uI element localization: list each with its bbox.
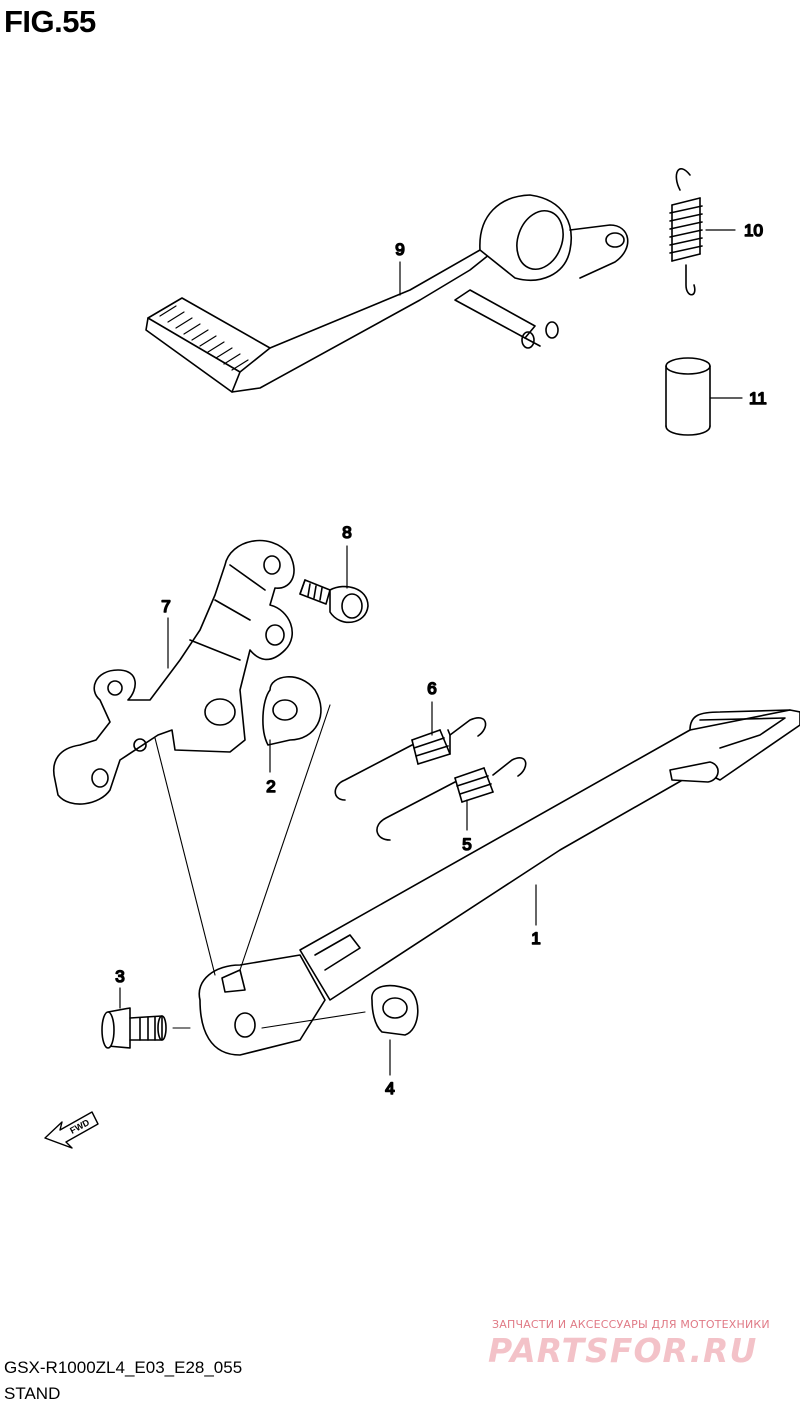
assembly-guide-lines (154, 704, 366, 1029)
bolt-part[interactable] (299, 579, 369, 624)
callout-5: 5 (462, 835, 471, 854)
callout-9: 9 (395, 240, 404, 259)
side-stand-part[interactable] (198, 709, 800, 1056)
upper-spring-part[interactable] (334, 717, 487, 801)
callout-4: 4 (385, 1079, 394, 1098)
callout-11: 11 (749, 389, 767, 408)
watermark-brand-logo: PARTSFOR.RU (488, 1331, 758, 1370)
lower-spring-part[interactable] (376, 757, 527, 841)
figure-code: GSX-R1000ZL4_E03_E28_055 (4, 1358, 243, 1377)
callout-7: 7 (161, 597, 170, 616)
callout-6: 6 (427, 679, 436, 698)
washer-part[interactable] (262, 676, 322, 746)
bushing-part[interactable] (665, 357, 711, 436)
callout-leaders (119, 229, 743, 1076)
pedal-lever-part[interactable] (145, 194, 629, 393)
callout-1: 1 (531, 929, 540, 948)
stand-bracket-part[interactable] (53, 539, 295, 805)
callout-3: 3 (115, 967, 124, 986)
figure-name: STAND (4, 1384, 61, 1403)
callout-2: 2 (266, 777, 275, 796)
forward-arrow-icon: FWD (44, 1111, 99, 1149)
callout-10: 10 (744, 221, 763, 240)
callout-8: 8 (342, 523, 351, 542)
watermark-tagline: ЗАПЧАСТИ И АКСЕССУАРЫ ДЛЯ МОТОТЕХНИКИ (492, 1318, 770, 1331)
pivot-bolt-part[interactable] (101, 1007, 167, 1049)
nut-part[interactable] (371, 984, 419, 1036)
return-spring-part[interactable] (669, 168, 703, 296)
figure-title: FIG.55 (4, 4, 96, 39)
